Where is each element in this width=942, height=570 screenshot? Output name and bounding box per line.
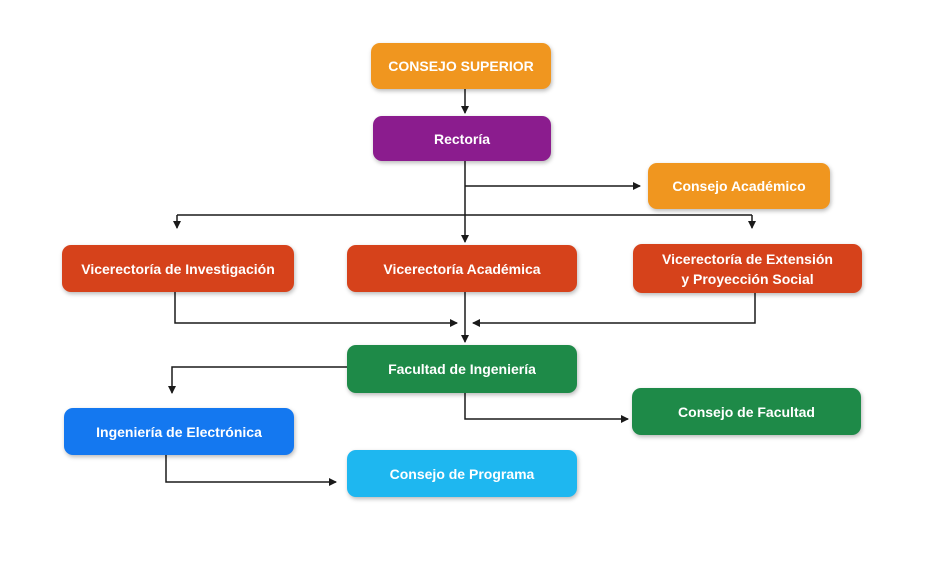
connector-facultad-consejo-facultad — [464, 393, 629, 423]
vicerectoria-investigacion-label: Vicerectoría de Investigación — [81, 260, 275, 277]
consejo-facultad-box: Consejo de Facultad — [632, 388, 861, 435]
consejo-programa-label: Consejo de Programa — [389, 465, 535, 482]
facultad-ingenieria-label: Facultad de Ingeniería — [388, 361, 536, 377]
connector-vic-investigacion-merge — [174, 292, 458, 327]
vicerectoria-academica-box: Vicerectoría Académica — [347, 245, 577, 292]
connector-vic-extension-merge — [472, 293, 756, 327]
consejo-superior-label: CONSEJO SUPERIOR — [388, 58, 534, 74]
consejo-academico-label: Consejo Académico — [672, 178, 806, 194]
consejo-academico-box: Consejo Académico — [648, 163, 830, 209]
connector-facultad-ing-electronica — [168, 366, 347, 394]
ingenieria-electronica-box: Ingeniería de Electrónica — [64, 408, 294, 455]
connector-ing-electronica-consejo-programa — [165, 455, 337, 486]
consejo-programa-box: Consejo de Programa — [347, 450, 577, 497]
facultad-ingenieria-box: Facultad de Ingeniería — [347, 345, 577, 393]
vicerectoria-extension-label: Vicerectoría de Extensión y Proyección S… — [662, 250, 833, 287]
rectoria-box: Rectoría — [373, 116, 551, 161]
consejo-facultad-label: Consejo de Facultad — [678, 403, 815, 420]
ingenieria-electronica-label: Ingeniería de Electrónica — [96, 423, 262, 440]
vicerectoria-academica-label: Vicerectoría Académica — [383, 260, 541, 277]
vicerectoria-investigacion-box: Vicerectoría de Investigación — [62, 245, 294, 292]
rectoria-label: Rectoría — [433, 130, 491, 147]
vicerectoria-extension-box: Vicerectoría de Extensión y Proyección S… — [633, 244, 862, 293]
consejo-superior-box: CONSEJO SUPERIOR — [371, 43, 551, 89]
